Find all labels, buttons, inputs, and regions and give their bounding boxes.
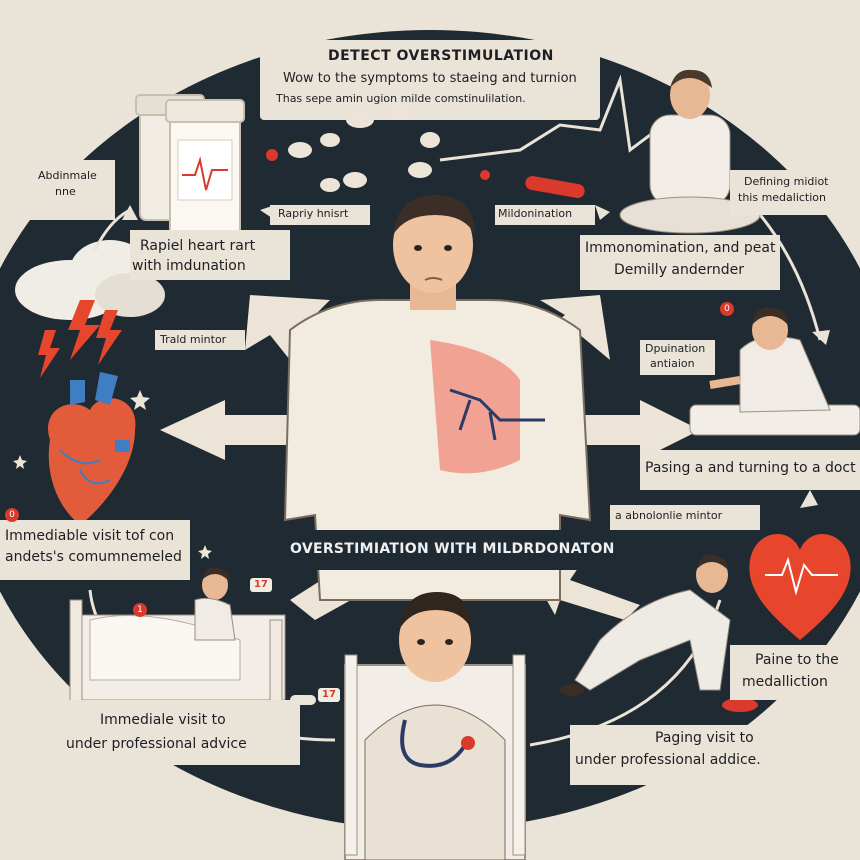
center-title: OVERSTIMIATION WITH MILDRDONATON [290,541,615,557]
storm-cloud-icon [15,240,165,378]
paine-label-line1: Paine to the [755,652,839,668]
arrowhead [800,490,818,508]
title-panel [260,40,600,120]
heart-organ-icon [48,372,136,525]
mildonation-label: Mildonination [498,207,573,220]
defining-label-line1: Defining midiot [744,175,829,188]
crawling-person-illustration [560,554,758,712]
red-pill-dot [266,149,278,161]
paine-label-line2: medalliction [742,674,828,690]
diagram-subtitle-line1: Wow to the symptoms to staeing and turni… [283,71,577,86]
abnormal-label-line1: Abdinmale [38,169,97,182]
pill-trail [288,103,440,192]
ecg-line [439,74,701,162]
immonomination-label-line2: Demilly andernder [614,262,745,278]
immediate-top-label-line2: andets's comumnemeled [5,549,182,565]
red-pill-dot-2 [480,170,490,180]
defining-label-line2: this medaliction [738,191,827,204]
red-capsule [525,176,585,198]
immediate-top-label-line1: Immediable visit tof con [5,528,175,544]
immediate-bottom-label-line2: under professional advice [66,736,247,752]
sitting-person-illustration [689,307,860,436]
step-badge-bed-right: 17 [250,578,272,592]
doctor-illustration [344,592,526,860]
arrowhead [122,205,138,220]
pill-bottles-icon [135,94,245,236]
bed-with-person-illustration [69,567,286,711]
immediate-bottom-label-line1: Immediale visit to [100,712,226,728]
meditating-person-illustration [619,69,761,234]
dpuination-label-line1: Dpuination [645,342,706,355]
trald-label: Trald mintor [160,333,227,346]
central-person-illustration [283,195,592,601]
diagram-title: DETECT OVERSTIMULATION [328,48,554,64]
pasing-doctor-label: Pasing a and turning to a doct [645,460,856,476]
arrowhead [595,205,610,220]
abnormal-label-line2: nne [55,185,76,198]
arrowhead [812,330,830,345]
abnormal-mintor-label: a abnolonlie mintor [615,509,723,522]
step-badge-right: 0 [720,302,734,316]
heart-symbol-icon [749,533,851,640]
rapid-heart-label-line1: Rapiel heart rart [140,238,256,254]
dpuination-label-line2: antiaion [650,357,695,370]
step-badge-left: 0 [5,508,19,522]
diagram-subtitle-line2: Thas sepe amin ugion milde comstinulilat… [276,92,526,105]
label-panels [0,160,860,785]
sparkles [13,390,212,559]
pasing-visit-label-line1: Paging visit to [655,730,754,746]
step-badge-bed-left: 1 [133,603,147,617]
immonomination-label-line1: Immonomination, and peat [585,240,776,256]
step-badge-pill: 17 [318,688,340,702]
rapid-heart-small-label: Rapriy hnisrt [278,207,349,220]
pasing-visit-label-line2: under professional addice. [575,752,761,768]
rapid-heart-label-line2: with imdunation [132,258,246,274]
